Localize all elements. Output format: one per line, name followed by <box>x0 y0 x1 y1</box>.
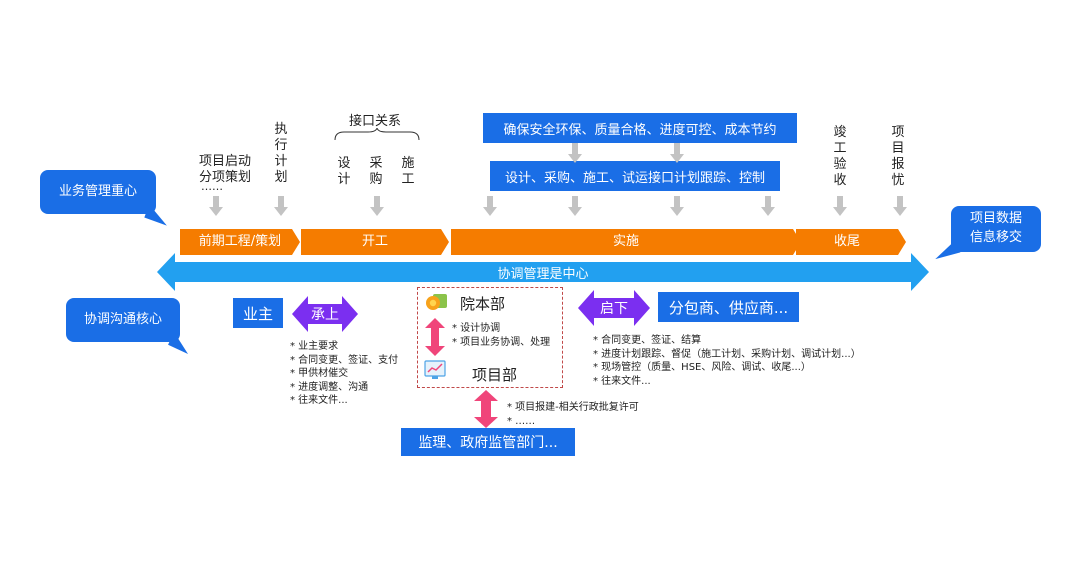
exec-plan-char: 计 <box>274 154 288 169</box>
phase-implementation: 实施 <box>451 229 801 255</box>
exec-plan-char: 划 <box>274 170 288 185</box>
owner-box: 业主 <box>233 298 283 328</box>
exec-plan-char: 行 <box>274 138 288 153</box>
phase-label: 前期工程/策划 <box>198 234 282 249</box>
data-transfer-callout: 项目数据 信息移交 <box>931 206 1041 260</box>
owner-bullet: * 业主要求 <box>290 341 339 352</box>
phase-closing: 收尾 <box>796 229 906 255</box>
center-dashed-box <box>417 287 563 388</box>
phase-label: 实施 <box>612 234 639 249</box>
comm-core-callout: 协调沟通核心 <box>66 298 194 354</box>
subcontractor-bullets: * 合同变更、签证、结算 * 进度计划跟踪、督促（施工计划、采购计划、调试计划.… <box>593 334 861 388</box>
sub-bullet: * 现场管控（质量、HSE、风险、调试、收尾...） <box>593 362 811 373</box>
report-char: 项 <box>891 125 905 140</box>
startup-label-line1: 项目启动 <box>199 154 252 169</box>
data-transfer-label-line1: 项目数据 <box>969 211 1022 227</box>
hq-project-pink-arrow <box>425 318 445 356</box>
phase-start: 开工 <box>301 229 449 255</box>
undertake-label: 承上 <box>311 307 339 323</box>
callout-tail <box>144 204 172 226</box>
construct-char: 施 <box>401 156 415 171</box>
gray-down-arrow-icon <box>274 196 288 216</box>
report-char: 忧 <box>891 173 905 188</box>
project-dept-icon <box>424 360 446 379</box>
procure-char: 购 <box>369 172 383 187</box>
comm-core-label: 协调沟通核心 <box>83 311 162 327</box>
construct-char: 工 <box>401 172 415 187</box>
completion-char: 竣 <box>833 125 847 140</box>
gray-down-arrow-icon <box>833 196 847 216</box>
phase-label: 收尾 <box>833 234 860 249</box>
supervision-box: 监理、政府监管部门... <box>401 428 575 456</box>
project-dept-label: 项目部 <box>472 366 518 384</box>
center-lower-bullet: * 项目报建-相关行政批复许可 <box>507 402 639 413</box>
callout-tail <box>168 332 194 354</box>
owner-bullet: * 甲供材催交 <box>290 368 349 379</box>
completion-char: 收 <box>833 173 847 188</box>
sub-bullet: * 往来文件... <box>593 375 651 387</box>
gray-down-arrow-icon <box>761 196 775 216</box>
owner-bullets: * 业主要求 * 合同变更、签证、支付 * 甲供材催交 * 进度调整、沟通 * … <box>290 340 398 408</box>
startup-label-line2: 分项策划 <box>199 170 252 185</box>
gray-down-arrow-icon <box>670 143 684 163</box>
center-bullet: * 项目业务协调、处理 <box>452 336 551 348</box>
center-bullet: * 设计协调 <box>452 323 501 334</box>
hq-label: 院本部 <box>460 295 506 313</box>
exec-plan-char: 执 <box>274 122 288 137</box>
gray-down-arrow-icon <box>209 196 223 216</box>
subcontractor-box: 分包商、供应商... <box>658 292 799 322</box>
project-supervision-pink-arrow <box>474 390 498 428</box>
center-bullets: * 设计协调 * 项目业务协调、处理 <box>452 322 550 349</box>
procure-char: 采 <box>369 156 383 171</box>
undertake-arrow: 承上 <box>292 296 358 332</box>
launch-arrow: 启下 <box>578 290 650 326</box>
sub-bullet: * 合同变更、签证、结算 <box>593 335 702 346</box>
completion-char: 验 <box>833 157 847 172</box>
gray-down-arrow-icon <box>568 143 582 163</box>
gray-down-arrow-icon <box>893 196 907 216</box>
report-char: 目 <box>891 141 905 156</box>
design-char: 计 <box>337 172 351 187</box>
gray-down-arrow-icon <box>670 196 684 216</box>
interface-title: 接口关系 <box>349 114 402 129</box>
gray-down-arrow-icon <box>370 196 384 216</box>
sub-bullet: * 进度计划跟踪、督促（施工计划、采购计划、调试计划...） <box>593 348 861 360</box>
interface-brace <box>334 128 420 141</box>
owner-bullet: * 往来文件... <box>290 395 348 406</box>
interface-control-banner: 设计、采购、施工、试运接口计划跟踪、控制 <box>490 161 780 191</box>
phase-preliminary: 前期工程/策划 <box>180 229 300 255</box>
launch-label: 启下 <box>600 301 628 317</box>
gray-down-arrow-icon <box>483 196 497 216</box>
goals-banner: 确保安全环保、质量合格、进度可控、成本节约 <box>483 113 797 143</box>
report-char: 报 <box>891 157 905 172</box>
center-lower-bullets: * 项目报建-相关行政批复许可 * …… <box>507 401 639 428</box>
callout-tail <box>931 238 961 260</box>
completion-char: 工 <box>833 141 847 156</box>
startup-label-line3: …… <box>201 180 223 193</box>
business-focus-callout: 业务管理重心 <box>40 170 172 226</box>
design-char: 设 <box>337 156 351 171</box>
owner-bullet: * 进度调整、沟通 <box>290 381 369 393</box>
owner-bullet: * 合同变更、签证、支付 <box>290 354 399 366</box>
center-lower-bullet: * …… <box>507 415 536 427</box>
business-focus-label: 业务管理重心 <box>58 183 137 199</box>
hq-icon <box>426 294 447 310</box>
coordination-bar-label: 协调管理是中心 <box>497 267 589 282</box>
coordination-bar: 协调管理是中心 <box>157 253 929 291</box>
phase-label: 开工 <box>361 234 388 249</box>
gray-down-arrow-icon <box>568 196 582 216</box>
data-transfer-label-line2: 信息移交 <box>969 230 1022 245</box>
